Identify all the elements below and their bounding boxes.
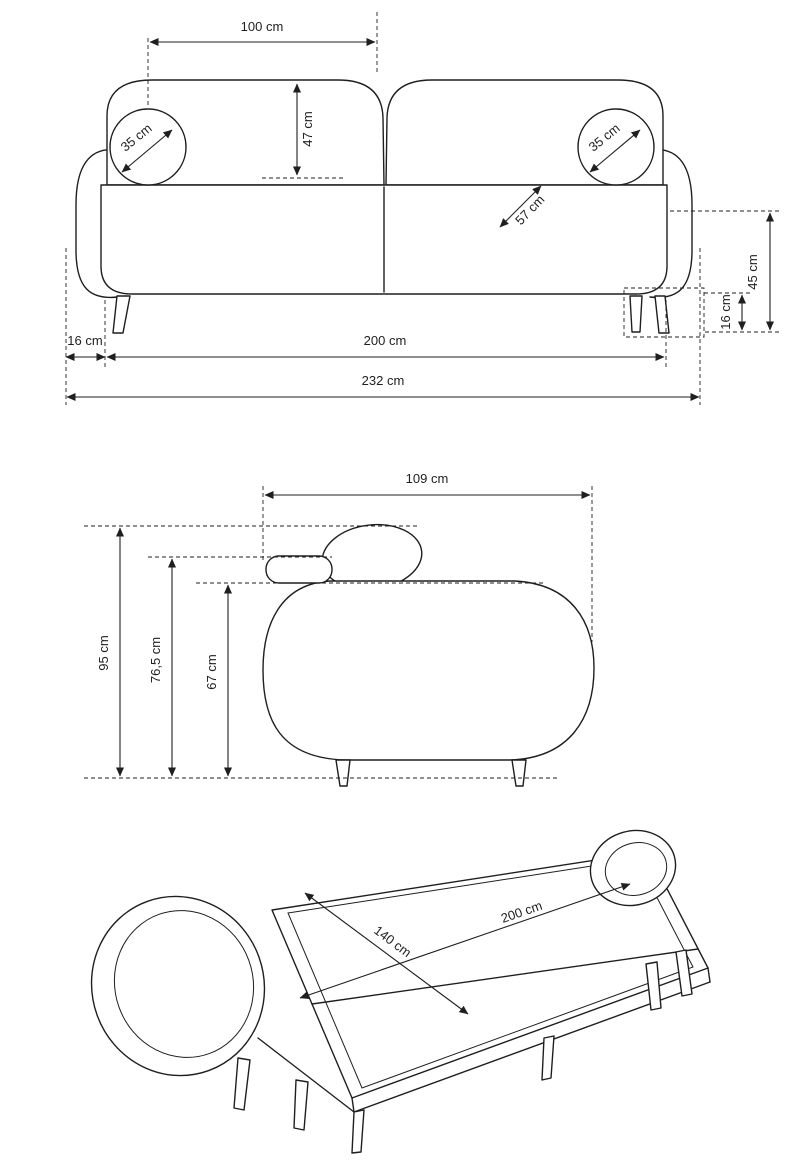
side-leg-back: [335, 759, 351, 787]
leg-front-left: [112, 295, 131, 334]
dim-label-leg-height: 16 cm: [718, 294, 733, 329]
dim-bottom-widths: 16 cm 200 cm 232 cm: [65, 248, 701, 405]
dim-leg-height: 16 cm: [623, 287, 752, 338]
leg-front-right-outer: [654, 295, 670, 334]
dim-back-cushion-height: 47 cm: [262, 83, 343, 179]
bed-frame-rail-connector-right: [707, 967, 711, 983]
dim-total-height: 95 cm: [96, 527, 124, 777]
side-view-dimensions: 109 cm 95 cm 76,5 cm 67 cm: [84, 471, 593, 779]
side-leg-front: [511, 759, 527, 787]
bed-leg-front-left-corner: [351, 1109, 365, 1154]
bed-view-outline: [90, 829, 711, 1154]
dim-label-back-cushion-height: 47 cm: [300, 111, 315, 146]
bed-leg-right-front: [645, 961, 662, 1011]
dim-label-total-width: 232 cm: [362, 373, 405, 388]
bed-leg-left-rear: [233, 1057, 251, 1111]
dim-armrest-top-height: 76,5 cm: [148, 558, 176, 777]
side-view: 109 cm 95 cm 76,5 cm 67 cm: [84, 471, 595, 787]
bed-armrest-left: [90, 895, 266, 1077]
side-body: [262, 580, 595, 761]
dim-line: [499, 185, 542, 228]
bed-leg-left-front: [293, 1079, 309, 1131]
dim-line: [304, 892, 469, 1015]
dim-label-cushion-width: 100 cm: [241, 19, 284, 34]
bed-mattress-stitch-border: [287, 858, 694, 1089]
dim-line: [589, 129, 641, 173]
dim-label-seat-height: 45 cm: [745, 254, 760, 289]
dim-label-body-height: 67 cm: [204, 654, 219, 689]
dim-label-armrest-width: 16 cm: [67, 333, 102, 348]
front-view: 100 cm 47 cm 35 cm 35 cm 57 cm: [65, 12, 780, 405]
dim-label-depth: 109 cm: [406, 471, 449, 486]
armrest-left-outline: [75, 148, 119, 299]
bed-leg-front-middle: [541, 1035, 555, 1081]
dim-label-seat-width: 200 cm: [364, 333, 407, 348]
leg-highlight-box: [623, 287, 705, 338]
bed-armrest-right-inner-contour: [604, 842, 668, 896]
dim-body-height: 67 cm: [204, 584, 232, 777]
dim-label-total-height: 95 cm: [96, 635, 111, 670]
bed-view: 200 cm 140 cm: [90, 829, 711, 1154]
bed-armrest-left-inner-contour: [113, 910, 255, 1058]
side-armrest-bar: [265, 555, 333, 584]
dim-cushion-width: 100 cm: [147, 12, 378, 106]
bed-leg-right-rear: [675, 949, 693, 997]
side-view-sofa-outline: [262, 523, 595, 787]
dim-seat-height: 45 cm: [670, 210, 780, 333]
front-view-sofa-outline: [75, 79, 693, 334]
bed-frame-rail-side: [257, 1037, 355, 1113]
dim-line: [121, 129, 173, 173]
armrest-right-outline: [649, 148, 693, 299]
dim-label-armrest-top-height: 76,5 cm: [148, 637, 163, 683]
dim-depth: 109 cm: [262, 471, 593, 642]
leg-front-right-inner: [629, 295, 643, 333]
bed-frame-rail-connector-left: [351, 1097, 355, 1113]
